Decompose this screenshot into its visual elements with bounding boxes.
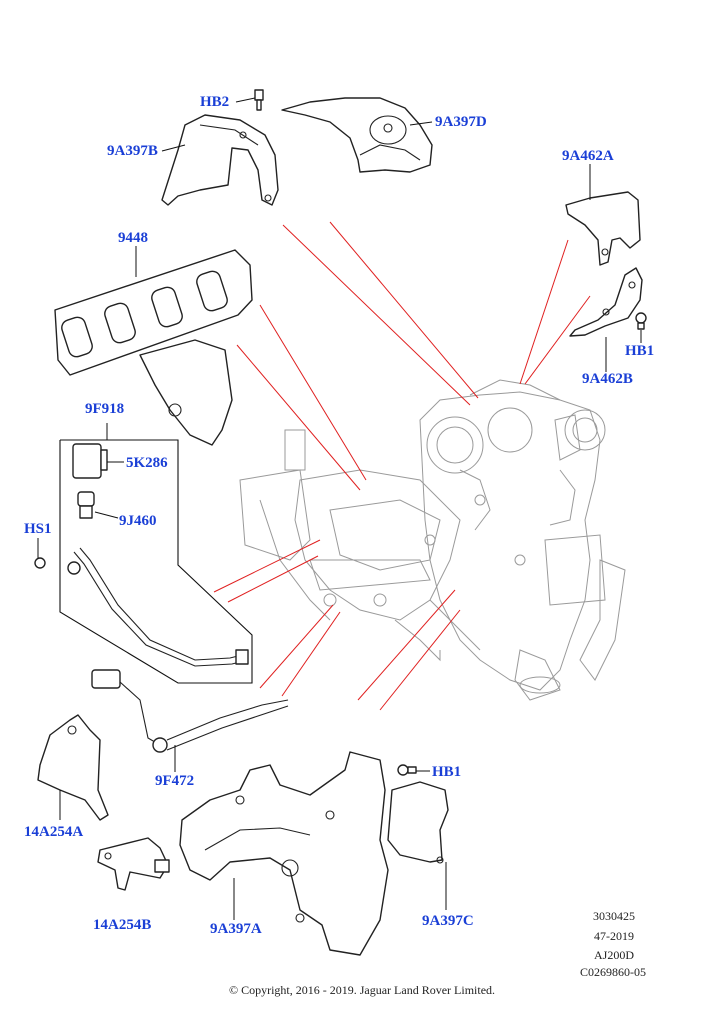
bracket-9a462a bbox=[565, 191, 641, 266]
reference-code-1: 3030425 bbox=[593, 909, 635, 923]
callout-9a397a: 9A397A bbox=[210, 921, 262, 937]
reference-code-4: C0269860-05 bbox=[580, 965, 646, 979]
callout-5k286: 5K286 bbox=[126, 455, 168, 471]
bracket-14a254a bbox=[37, 714, 109, 821]
bolt-hb1-top bbox=[635, 312, 647, 330]
engine-assembly bbox=[239, 379, 626, 701]
callout-hb2: HB2 bbox=[200, 94, 230, 110]
callout-9a397b: 9A397B bbox=[107, 143, 158, 159]
callout-hb1-top: HB1 bbox=[625, 343, 655, 359]
heat-shield-9a397c bbox=[387, 781, 449, 910]
reference-code-2: 47-2019 bbox=[594, 929, 634, 943]
heat-shield-9a397d bbox=[281, 97, 433, 173]
heat-shield-9a397a bbox=[179, 751, 389, 956]
callout-9a397d: 9A397D bbox=[435, 114, 487, 130]
copyright-notice: © Copyright, 2016 - 2019. Jaguar Land Ro… bbox=[228, 983, 496, 997]
callout-leaders bbox=[135, 97, 642, 772]
sensor-5k286 bbox=[72, 443, 124, 479]
bolt-hb1-bottom bbox=[397, 764, 417, 776]
bracket-14a254b bbox=[97, 837, 170, 891]
bracket-9a462b bbox=[569, 267, 643, 337]
sensor-kit-box bbox=[59, 423, 253, 684]
callout-hb1-bottom: HB1 bbox=[432, 764, 462, 780]
gasket-9448 bbox=[54, 249, 253, 446]
tube-9f918 bbox=[67, 547, 249, 667]
callout-9a462b: 9A462B bbox=[582, 371, 633, 387]
callout-9a462a: 9A462A bbox=[562, 148, 614, 164]
callout-9f918: 9F918 bbox=[85, 401, 125, 417]
fitting-9j460 bbox=[77, 491, 119, 519]
bolt-hb2 bbox=[254, 89, 264, 111]
callout-hs1: HS1 bbox=[24, 521, 52, 537]
callout-9f472: 9F472 bbox=[155, 773, 195, 789]
pointer-lines bbox=[213, 221, 591, 711]
callout-14a254b: 14A254B bbox=[93, 917, 152, 933]
callout-14a254a: 14A254A bbox=[24, 824, 84, 840]
reference-code-3: AJ200D bbox=[594, 948, 635, 962]
sensor-9f472 bbox=[91, 669, 289, 772]
callout-9j460: 9J460 bbox=[119, 513, 157, 529]
callout-9448: 9448 bbox=[118, 230, 148, 246]
heat-shield-9a397b bbox=[161, 114, 279, 206]
screw-hs1 bbox=[34, 538, 46, 569]
callout-9a397c: 9A397C bbox=[422, 913, 474, 929]
